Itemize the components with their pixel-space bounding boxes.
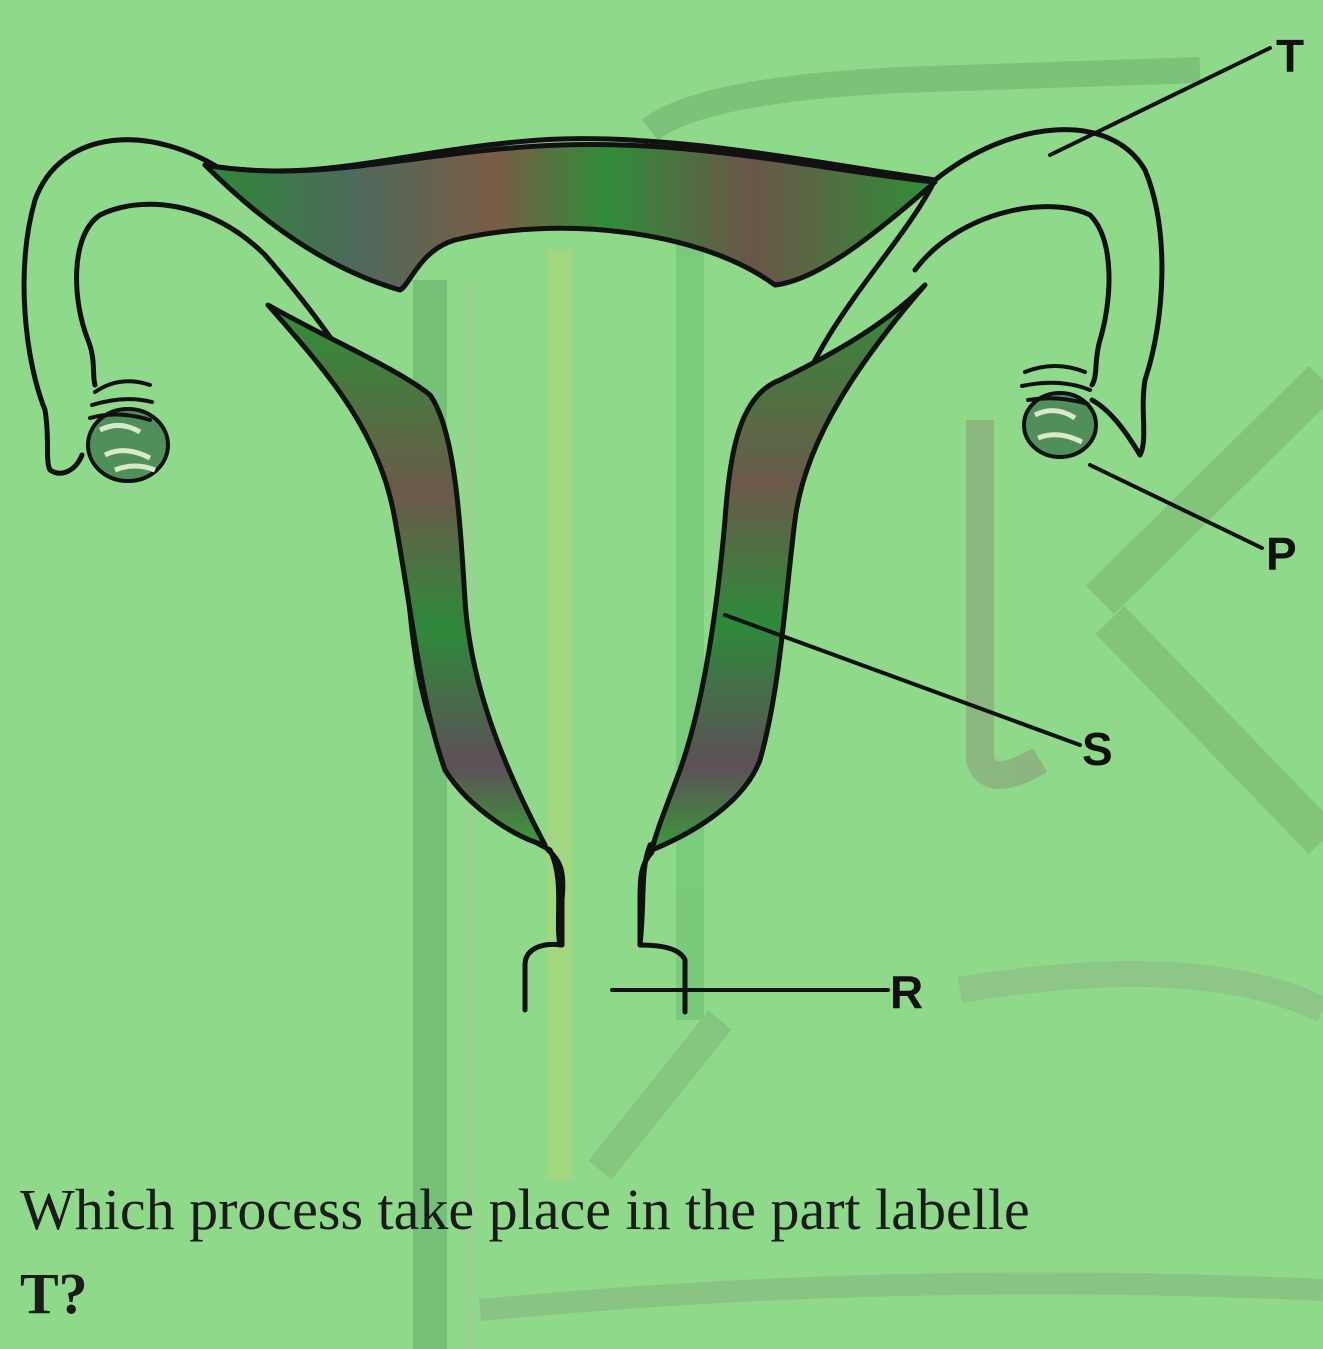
uterine-wall-left	[268, 305, 545, 845]
background-artifacts	[430, 70, 1323, 1349]
ovary-left	[88, 381, 168, 481]
question-line-2: T?	[20, 1252, 1323, 1336]
question-text: Which process take place in the part lab…	[20, 1168, 1323, 1336]
label-P: P	[1266, 528, 1297, 580]
label-S: S	[1082, 723, 1113, 775]
ovary-right	[1022, 366, 1140, 457]
label-T: T	[1276, 30, 1304, 82]
label-R: R	[890, 966, 923, 1018]
question-line-1: Which process take place in the part lab…	[20, 1168, 1323, 1252]
